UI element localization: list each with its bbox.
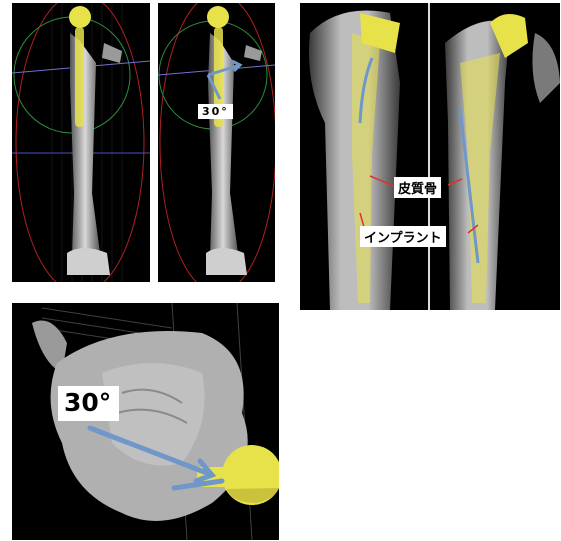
axial-view-image: [12, 303, 279, 540]
femur-anteversion-view-panel: [158, 3, 275, 282]
femur-front-view-panel: [12, 3, 150, 282]
implant-label: インプラント: [360, 226, 446, 247]
femur-anteversion-view-image: [158, 3, 275, 282]
angle-label-small: 30°: [198, 104, 233, 119]
implant-radiograph-image: [300, 3, 560, 310]
angle-label-large: 30°: [58, 386, 119, 421]
axial-view-panel: [12, 303, 279, 540]
implant-radiograph-panel: [300, 3, 560, 310]
femur-front-view-image: [12, 3, 150, 282]
cortical-bone-label: 皮質骨: [394, 177, 441, 198]
